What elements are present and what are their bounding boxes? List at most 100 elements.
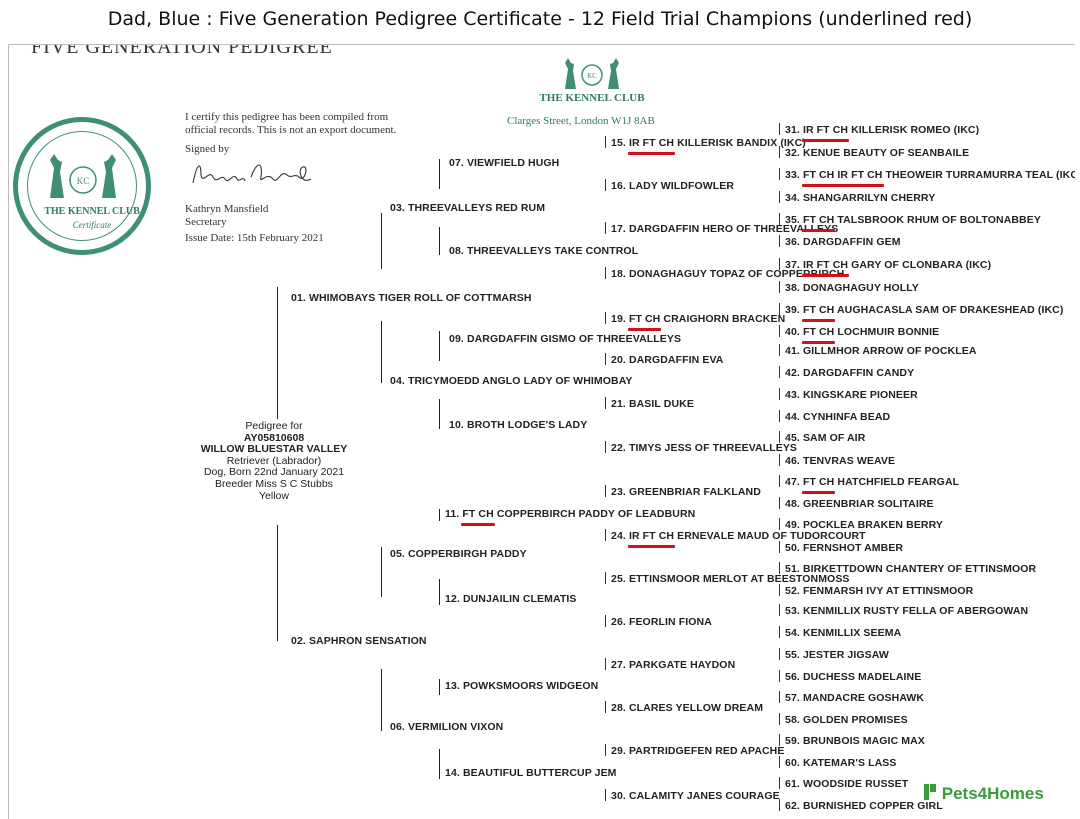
entry-bracket [779,626,780,638]
dog-entry: 05. COPPERBIRGH PADDY [390,548,527,560]
bracket-line [439,159,440,189]
dog-number: 38. [785,282,800,294]
dog-number: 29. [611,745,626,757]
dog-name: BROTH LODGE'S LADY [466,419,588,431]
dog-name: DARGDAFFIN EVA [628,354,724,366]
dog-name: TENVRAS WEAVE [802,455,896,467]
entry-bracket [605,136,606,148]
dog-entry: 54. KENMILLIX SEEMA [779,626,901,639]
dog-name: COPPERBIRCH PADDY OF LEADBURN [496,508,696,520]
dog-name: BRUNBOIS MAGIC MAX [802,735,925,747]
dog-name: TRICYMOEDD ANGLO LADY OF WHIMOBAY [407,375,633,387]
dog-name: BIRKETTDOWN CHANTERY OF ETTINSMOOR [802,563,1037,575]
dog-entry: 53. KENMILLIX RUSTY FELLA OF ABERGOWAN [779,604,1028,617]
dog-number: 61. [785,778,800,790]
dog-number: 14. [445,767,460,779]
entry-bracket [779,454,780,466]
champion-underline [801,184,884,187]
bracket-line [439,509,440,521]
entry-bracket [779,258,780,270]
dog-entry: 48. GREENBRIAR SOLITAIRE [779,497,934,510]
dog-entry: 44. CYNHINFA BEAD [779,410,890,423]
certificate-header: FIVE GENERATION PEDIGREE [31,44,333,58]
entry-bracket [605,658,606,670]
bracket-line [277,525,278,641]
champion-title: IR FT CH [801,124,850,142]
champion-underline [627,328,662,331]
dog-name: SAPHRON SENSATION [308,635,427,647]
champion-title: FT CH [801,476,836,494]
dog-number: 55. [785,649,800,661]
champion-underline [461,523,495,526]
entry-bracket [605,485,606,497]
subject-reg: AY05810608 [243,431,305,444]
entry-bracket [605,744,606,756]
champion-underline [801,319,836,322]
dog-entry: 60. KATEMAR'S LASS [779,756,896,769]
entry-bracket [605,441,606,453]
dog-number: 36. [785,236,800,248]
entry-bracket [779,388,780,400]
bracket-line [381,321,382,383]
dog-entry: 37. IR FT CH GARY OF CLONBARA (IKC) [779,258,992,277]
dog-name: VIEWFIELD HUGH [466,157,560,169]
entry-bracket [779,648,780,660]
dog-entry: 09. DARGDAFFIN GISMO OF THREEVALLEYS [449,333,681,345]
entry-bracket [605,179,606,191]
dog-number: 16. [611,180,626,192]
dog-number: 43. [785,389,800,401]
subject-dog: Pedigree for AY05810608 WILLOW BLUESTAR … [199,420,349,502]
dog-entry: 33. FT CH IR FT CH THEOWEIR TURRAMURRA T… [779,168,1075,187]
entry-bracket [605,312,606,324]
dog-entry: 20. DARGDAFFIN EVA [605,353,723,366]
signer-title: Secretary [185,216,227,228]
entry-bracket [779,799,780,811]
dog-name: DARGDAFFIN HERO OF THREEVALLEYS [628,223,839,235]
certify-line-2: official records. This is not an export … [185,124,397,136]
dog-entry: 22. TIMYS JESS OF THREEVALLEYS [605,441,797,454]
dog-entry: 31. IR FT CH KILLERISK ROMEO (IKC) [779,123,979,142]
entry-bracket [779,497,780,509]
dog-name: KINGSKARE PIONEER [802,389,918,401]
dog-name: GARY OF CLONBARA (IKC) [851,259,992,271]
entry-bracket [779,123,780,135]
issue-date: Issue Date: 15th February 2021 [185,232,324,244]
dog-number: 13. [445,680,460,692]
dog-entry: 01. WHIMOBAYS TIGER ROLL OF COTTMARSH [291,292,532,304]
champion-underline [801,274,850,277]
kennel-club-seal: KC THE KENNEL CLUB Certificate [13,117,151,255]
dog-number: 06. [390,721,405,733]
seal-title: THE KENNEL CLUB [44,206,140,217]
dog-entry: 34. SHANGARRILYN CHERRY [779,191,935,204]
dog-name: POWKSMOORS WIDGEON [462,680,599,692]
dog-number: 59. [785,735,800,747]
entry-bracket [779,191,780,203]
dog-name: KENMILLIX RUSTY FELLA OF ABERGOWAN [802,605,1029,617]
dog-entry: 15. IR FT CH KILLERISK BANDIX (IKC) [605,136,806,155]
dog-number: 04. [390,375,405,387]
dog-number: 02. [291,635,306,647]
champion-title: FT CH [801,326,836,344]
champion-title: IR FT CH [627,137,676,155]
dog-name: CALAMITY JANES COURAGE [628,790,780,802]
dog-name: CRAIGHORN BRACKEN [663,313,786,325]
dog-entry: 17. DARGDAFFIN HERO OF THREEVALLEYS [605,222,838,235]
champion-underline [627,152,676,155]
champion-underline [627,545,676,548]
dog-number: 24. [611,530,626,542]
dog-entry: 28. CLARES YELLOW DREAM [605,701,763,714]
dog-entry: 04. TRICYMOEDD ANGLO LADY OF WHIMOBAY [390,375,633,387]
signature-icon [192,164,312,184]
dog-entry: 08. THREEVALLEYS TAKE CONTROL [449,245,638,257]
dog-number: 31. [785,124,800,136]
dog-entry: 13. POWKSMOORS WIDGEON [445,680,598,692]
certify-line-1: I certify this pedigree has been compile… [185,111,389,123]
dog-number: 56. [785,671,800,683]
dog-name: SHANGARRILYN CHERRY [802,192,936,204]
dog-number: 58. [785,714,800,726]
entry-bracket [779,734,780,746]
dog-number: 39. [785,304,800,316]
dog-number: 12. [445,593,460,605]
pets4homes-watermark: Pets4Homes [923,783,1044,804]
dog-entry: 56. DUCHESS MADELAINE [779,670,921,683]
